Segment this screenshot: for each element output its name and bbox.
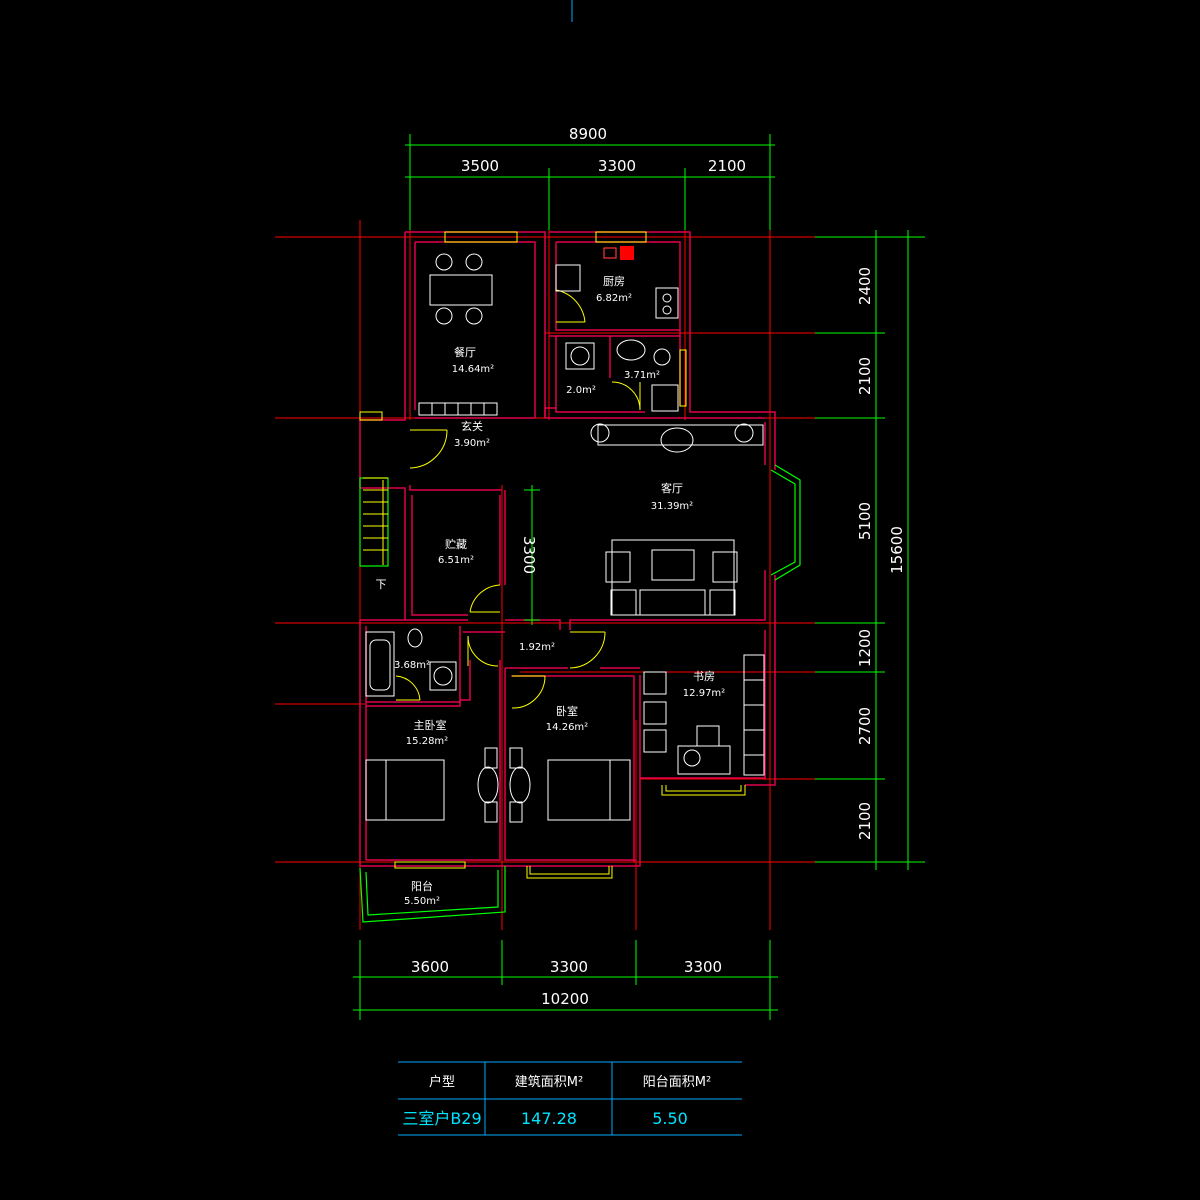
dim-right-b: 2100 bbox=[856, 357, 874, 395]
bedroom-name: 卧室 bbox=[556, 704, 578, 718]
dim-right-a: 2400 bbox=[856, 267, 874, 305]
table-cell-balcony-area: 5.50 bbox=[652, 1109, 688, 1128]
master-name: 主卧室 bbox=[414, 718, 447, 732]
kitchen-name: 厨房 bbox=[603, 275, 625, 288]
dim-top-total: 8900 bbox=[569, 125, 607, 143]
dim-bottom-c: 3300 bbox=[684, 958, 722, 976]
dim-right-total: 15600 bbox=[888, 526, 906, 574]
walls bbox=[359, 231, 776, 867]
dim-right-c: 5100 bbox=[856, 502, 874, 540]
stair-down-label: 下 bbox=[376, 578, 387, 591]
dim-bottom-b: 3300 bbox=[550, 958, 588, 976]
dim-top-c: 2100 bbox=[708, 157, 746, 175]
laundry-area: 2.0m² bbox=[566, 385, 596, 396]
storage-name: 贮藏 bbox=[445, 538, 467, 551]
windows-and-doors bbox=[359, 231, 746, 879]
area-table bbox=[398, 1061, 742, 1136]
dining-area: 14.64m² bbox=[452, 364, 494, 375]
table-cell-building-area: 147.28 bbox=[521, 1109, 577, 1128]
furniture bbox=[365, 253, 765, 823]
hall-area: 1.92m² bbox=[519, 642, 555, 653]
master-area: 15.28m² bbox=[406, 736, 448, 747]
dim-inner: 3300 bbox=[520, 536, 538, 574]
balcony-area: 5.50m² bbox=[404, 896, 440, 907]
table-header-building-area: 建筑面积M² bbox=[515, 1074, 583, 1090]
living-area: 31.39m² bbox=[651, 501, 693, 512]
bath-top-area: 3.71m² bbox=[624, 370, 660, 381]
dim-top-b: 3300 bbox=[598, 157, 636, 175]
table-cell-type: 三室户B29 bbox=[402, 1109, 481, 1128]
dim-top-a: 3500 bbox=[461, 157, 499, 175]
balcony-name: 阳台 bbox=[411, 879, 433, 893]
dining-name: 餐厅 bbox=[454, 345, 476, 359]
dim-right-f: 2100 bbox=[856, 802, 874, 840]
storage-area: 6.51m² bbox=[438, 555, 474, 566]
study-area: 12.97m² bbox=[683, 688, 725, 699]
bath-master-area: 3.68m² bbox=[394, 660, 430, 671]
foyer-name: 玄关 bbox=[461, 419, 483, 433]
dim-bottom-total: 10200 bbox=[541, 990, 589, 1008]
kitchen-stove-icon bbox=[620, 246, 634, 260]
balcony-structures bbox=[359, 464, 801, 923]
living-name: 客厅 bbox=[661, 481, 683, 495]
table-header-balcony-area: 阳台面积M² bbox=[643, 1075, 711, 1090]
kitchen-sink-icon bbox=[603, 247, 617, 259]
dim-bottom-a: 3600 bbox=[411, 958, 449, 976]
foyer-area: 3.90m² bbox=[454, 438, 490, 449]
table-header-type: 户型 bbox=[429, 1074, 455, 1090]
dimension-lines bbox=[353, 134, 925, 1020]
bedroom-area: 14.26m² bbox=[546, 722, 588, 733]
study-name: 书房 bbox=[693, 670, 715, 683]
dim-right-d: 1200 bbox=[856, 629, 874, 667]
kitchen-area: 6.82m² bbox=[596, 293, 632, 304]
dim-right-e: 2700 bbox=[856, 707, 874, 745]
